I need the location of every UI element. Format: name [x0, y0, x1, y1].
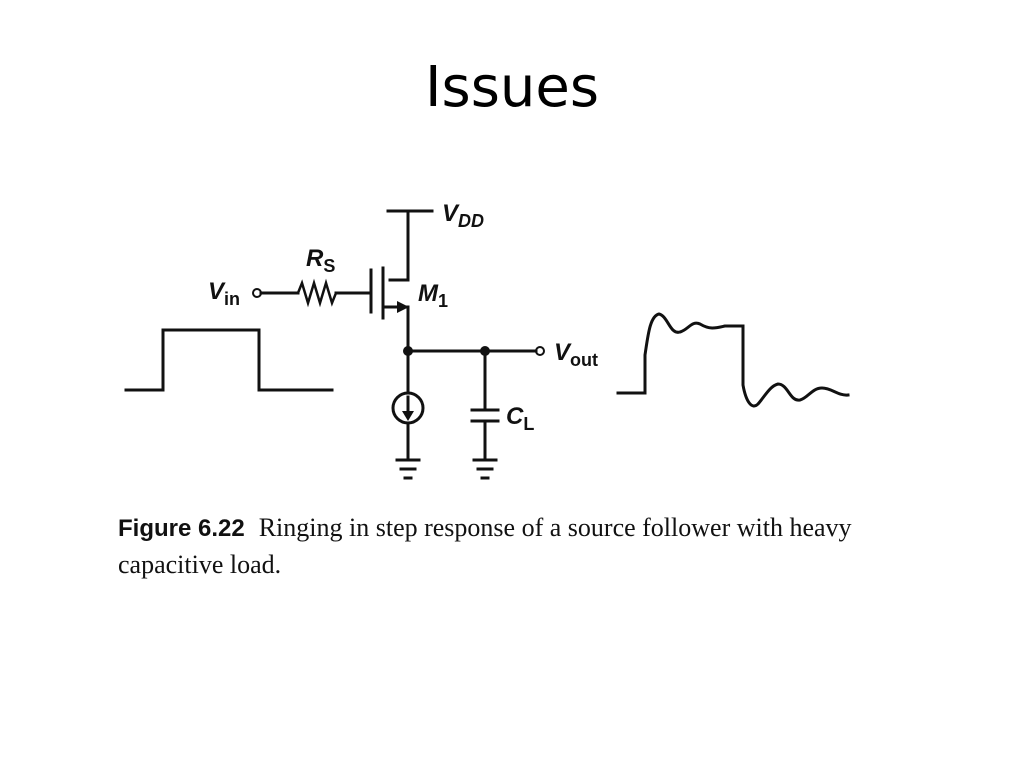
current-source-arrow-icon [402, 411, 414, 421]
figure-label: Figure 6.22 [118, 515, 245, 542]
source-arrow-icon [397, 301, 409, 313]
m1-label: M [418, 280, 439, 307]
svg-text:RS: RS [306, 245, 335, 276]
rs-resistor [296, 278, 338, 308]
svg-text:M1: M1 [418, 280, 448, 311]
vout-label: V [554, 339, 572, 366]
cl-label: C [506, 403, 524, 430]
svg-text:Vout: Vout [554, 339, 598, 370]
input-step-waveform [124, 328, 334, 392]
svg-text:Vin: Vin [208, 278, 240, 309]
slide-title: Issues [425, 55, 599, 120]
vout-label-sub: out [570, 350, 598, 370]
vout-terminal [535, 346, 545, 356]
svg-text:VDD: VDD [442, 200, 484, 231]
output-ringing-waveform [616, 312, 850, 408]
vdd-label-sub: DD [458, 211, 484, 231]
cl-label-sub: L [523, 414, 534, 434]
vin-label: V [208, 278, 226, 305]
rs-label: R [306, 245, 324, 272]
cap-junction-dot [480, 346, 490, 356]
caption-text: Ringing in step response of a source fol… [118, 513, 852, 579]
output-junction-dot [403, 346, 413, 356]
svg-text:CL: CL [506, 403, 534, 434]
vin-label-sub: in [224, 289, 240, 309]
m1-label-sub: 1 [438, 291, 448, 311]
vdd-label: V [442, 200, 460, 227]
rs-label-sub: S [323, 256, 335, 276]
